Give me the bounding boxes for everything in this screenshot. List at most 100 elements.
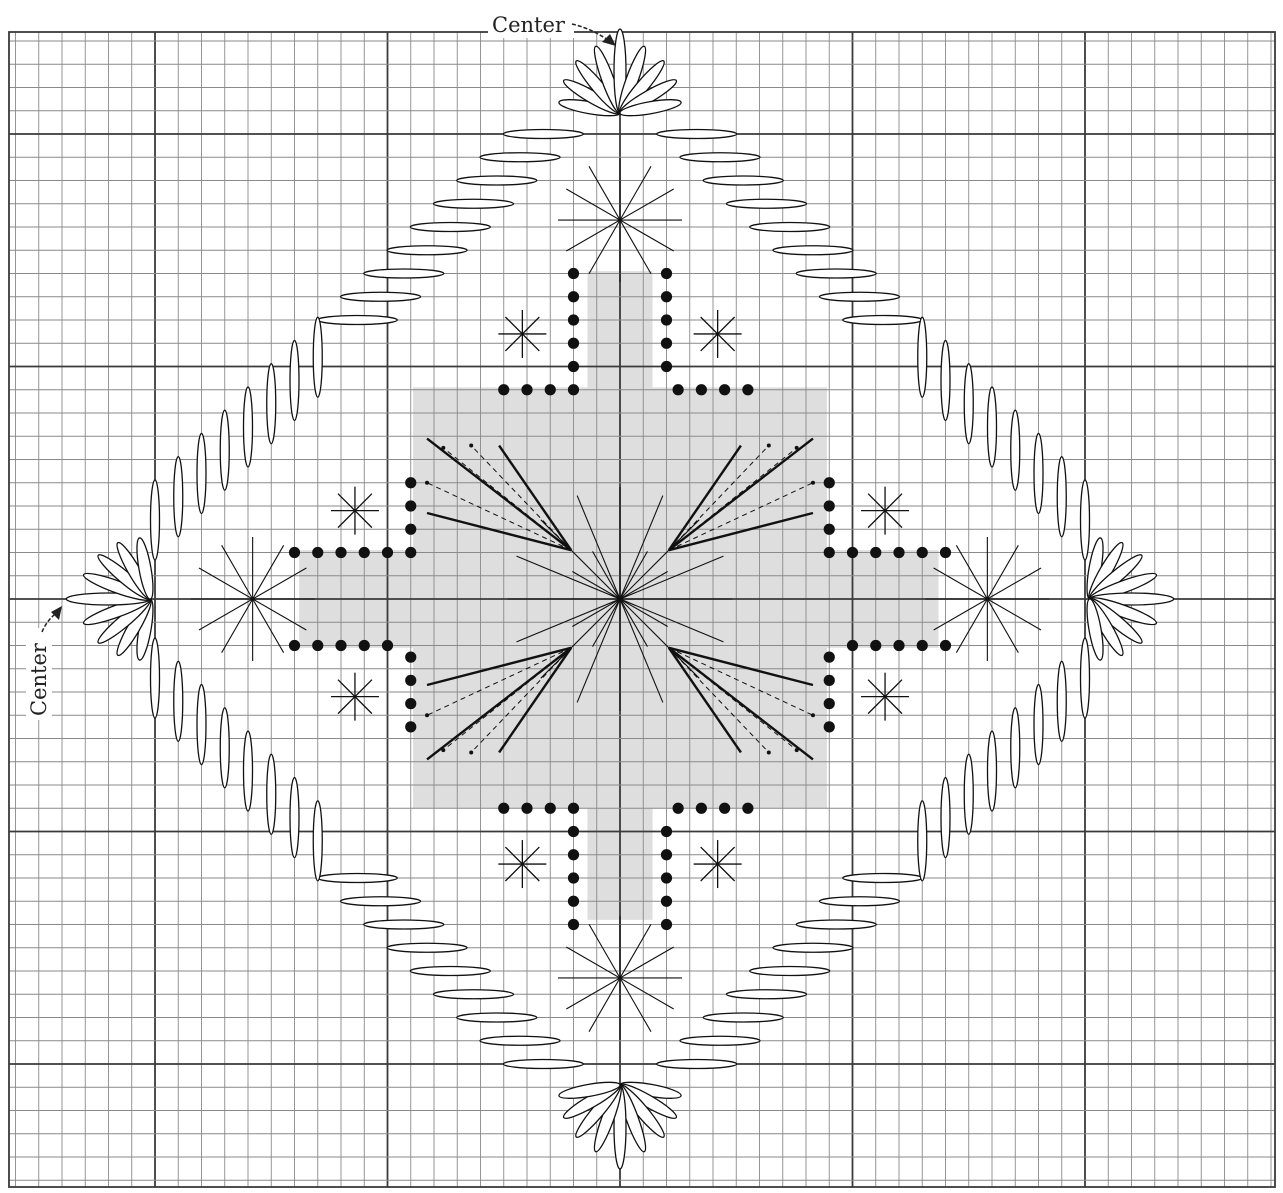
border-stitch xyxy=(843,874,923,883)
border-stitch xyxy=(703,1013,783,1022)
french-knot xyxy=(568,803,579,814)
ray-end-dot xyxy=(811,713,815,717)
border-stitch xyxy=(457,176,537,185)
french-knot xyxy=(568,338,579,349)
french-knot xyxy=(847,547,858,558)
french-knot xyxy=(719,384,730,395)
left-fan xyxy=(66,537,156,661)
top-fan xyxy=(558,29,682,119)
border-stitch xyxy=(151,480,160,560)
french-knot xyxy=(673,384,684,395)
small-star-3 xyxy=(498,840,546,888)
border-stitch xyxy=(988,731,997,811)
french-knot xyxy=(824,547,835,558)
french-knot xyxy=(568,361,579,372)
small-star-4 xyxy=(694,840,742,888)
border-stitch xyxy=(387,943,467,952)
french-knot xyxy=(359,547,370,558)
french-knot xyxy=(359,640,370,651)
border-stitch xyxy=(364,269,444,278)
french-knot xyxy=(824,524,835,535)
border-stitch xyxy=(1034,685,1043,765)
big-star-1 xyxy=(558,158,682,282)
border-stitch xyxy=(503,130,583,139)
ray-end-dot xyxy=(441,748,445,752)
french-knot xyxy=(673,803,684,814)
ray-end-dot xyxy=(795,446,799,450)
french-knot xyxy=(661,314,672,325)
french-knot xyxy=(824,500,835,511)
ray-end-dot xyxy=(469,750,473,754)
french-knot xyxy=(719,803,730,814)
border-stitch xyxy=(703,176,783,185)
french-knot xyxy=(742,384,753,395)
ray-end-dot xyxy=(795,748,799,752)
french-knot xyxy=(893,640,904,651)
border-stitch xyxy=(941,340,950,420)
french-knot xyxy=(521,384,532,395)
french-knot xyxy=(661,919,672,930)
border-stitch xyxy=(174,457,183,537)
french-knot xyxy=(498,803,509,814)
french-knot xyxy=(545,803,556,814)
french-knot xyxy=(824,721,835,732)
small-star-8 xyxy=(861,673,909,721)
french-knot xyxy=(824,698,835,709)
border-stitch xyxy=(341,292,421,301)
border-stitch xyxy=(796,920,876,929)
french-knot xyxy=(824,675,835,686)
ray-end-dot xyxy=(811,481,815,485)
border-stitch xyxy=(151,638,160,718)
french-knot xyxy=(917,640,928,651)
border-stitch xyxy=(480,153,560,162)
border-stitch xyxy=(174,661,183,741)
border-stitch xyxy=(988,387,997,467)
border-stitch xyxy=(680,153,760,162)
french-knot xyxy=(568,896,579,907)
french-knot xyxy=(405,698,416,709)
border-stitch xyxy=(267,364,276,444)
small-star-5 xyxy=(331,487,379,535)
french-knot xyxy=(405,500,416,511)
left-center-label: Center xyxy=(26,606,62,720)
french-knot xyxy=(870,640,881,651)
french-knot xyxy=(405,477,416,488)
french-knot xyxy=(568,872,579,883)
french-knot xyxy=(661,826,672,837)
border-stitch xyxy=(918,801,927,881)
small-star-1 xyxy=(498,310,546,358)
french-knot xyxy=(661,361,672,372)
french-knot xyxy=(742,803,753,814)
french-knot xyxy=(312,547,323,558)
french-knot xyxy=(661,872,672,883)
border-stitch xyxy=(290,778,299,858)
border-stitch xyxy=(244,387,253,467)
border-stitch xyxy=(434,199,514,208)
french-knot xyxy=(696,803,707,814)
border-stitch xyxy=(773,246,853,255)
french-knot xyxy=(568,268,579,279)
small-star-7 xyxy=(331,673,379,721)
border-stitch xyxy=(387,246,467,255)
ray-end-dot xyxy=(767,444,771,448)
border-stitch xyxy=(503,1060,583,1069)
border-stitch xyxy=(313,801,322,881)
french-knot xyxy=(568,849,579,860)
french-knot xyxy=(917,547,928,558)
border-stitch xyxy=(964,754,973,834)
french-knot xyxy=(405,721,416,732)
border-stitch xyxy=(197,433,206,513)
french-knot xyxy=(661,268,672,279)
border-stitch xyxy=(317,874,397,883)
ray-end-dot xyxy=(425,481,429,485)
border-stitch xyxy=(1057,661,1066,741)
french-knot xyxy=(940,640,951,651)
border-stitch xyxy=(773,943,853,952)
french-knot xyxy=(521,803,532,814)
french-knot xyxy=(498,384,509,395)
french-knot xyxy=(289,640,300,651)
border-stitch xyxy=(317,316,397,325)
left-center-label-text: Center xyxy=(27,642,51,716)
small-star-6 xyxy=(861,487,909,535)
french-knot xyxy=(382,640,393,651)
